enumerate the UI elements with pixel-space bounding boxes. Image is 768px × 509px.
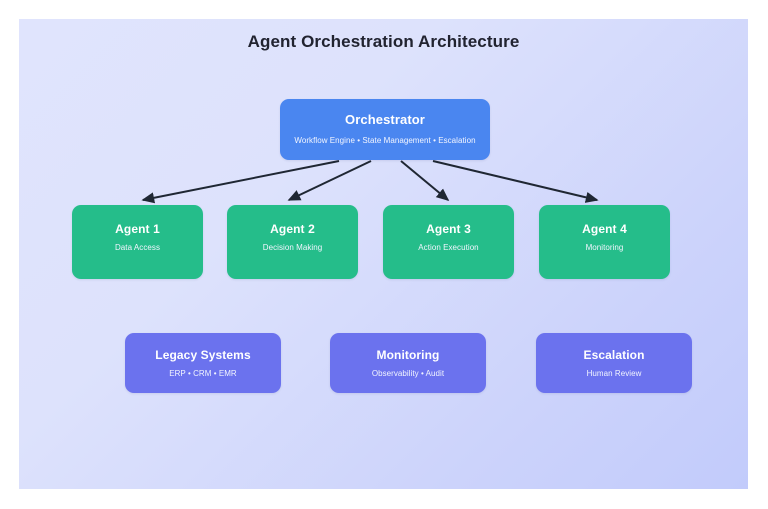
node-agent-2[interactable]: Agent 2 Decision Making: [227, 205, 358, 279]
node-agent-2-subtitle: Decision Making: [262, 243, 323, 253]
node-agent-3-subtitle: Action Execution: [418, 243, 479, 253]
node-agent-4[interactable]: Agent 4 Monitoring: [539, 205, 670, 279]
node-legacy-systems[interactable]: Legacy Systems ERP • CRM • EMR: [125, 333, 281, 393]
node-agent-4-subtitle: Monitoring: [585, 243, 624, 253]
node-agent-3-title: Agent 3: [426, 222, 471, 236]
node-monitoring-system-title: Monitoring: [376, 348, 440, 362]
page-title: Agent Orchestration Architecture: [247, 32, 520, 51]
diagram-canvas: Agent Orchestration Architecture Orchest…: [19, 19, 748, 489]
node-agent-3[interactable]: Agent 3 Action Execution: [383, 205, 514, 279]
node-agent-1-subtitle: Data Access: [114, 243, 160, 253]
node-agent-1-title: Agent 1: [115, 222, 160, 236]
connector-orchestrator-to-agent-3: [400, 160, 450, 202]
connector-orchestrator-to-agent-1: [141, 160, 340, 204]
node-monitoring-system-subtitle: Observability • Audit: [371, 369, 445, 379]
node-escalation-subtitle: Human Review: [586, 369, 642, 379]
node-orchestrator-title: Orchestrator: [345, 112, 425, 127]
node-orchestrator[interactable]: Orchestrator Workflow Engine • State Man…: [280, 99, 490, 160]
node-agent-1[interactable]: Agent 1 Data Access: [72, 205, 203, 279]
connector-orchestrator-to-agent-2: [287, 160, 372, 201]
node-escalation[interactable]: Escalation Human Review: [536, 333, 692, 393]
node-escalation-title: Escalation: [583, 348, 645, 362]
node-legacy-systems-title: Legacy Systems: [155, 348, 251, 362]
node-monitoring-system[interactable]: Monitoring Observability • Audit: [330, 333, 486, 393]
node-orchestrator-subtitle: Workflow Engine • State Management • Esc…: [294, 135, 476, 145]
node-agent-2-title: Agent 2: [270, 222, 315, 236]
node-legacy-systems-subtitle: ERP • CRM • EMR: [169, 369, 237, 379]
node-agent-4-title: Agent 4: [582, 222, 627, 236]
connector-orchestrator-to-agent-4: [432, 160, 599, 203]
